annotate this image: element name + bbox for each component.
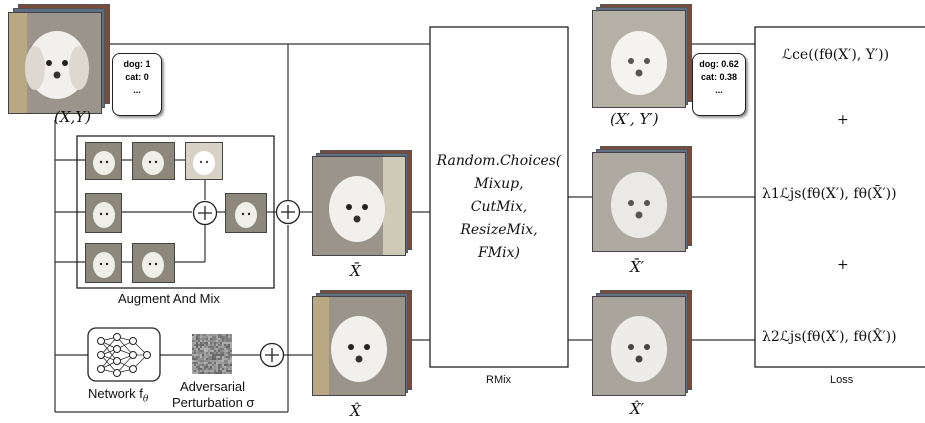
output-label-bubble: dog: 0.62 cat: 0.38 ... xyxy=(692,53,746,116)
augment-thumb xyxy=(132,142,175,180)
output-xy-label: (X′, Y′) xyxy=(610,110,659,128)
neural-network-icon xyxy=(97,333,151,377)
plus-node-main xyxy=(275,199,301,225)
bubble-line: cat: 0.38 xyxy=(700,72,738,82)
input-label-bubble: dog: 1 cat: 0 ... xyxy=(112,53,162,116)
bubble-line: dog: 1 xyxy=(123,59,151,69)
rmix-line: CutMix, xyxy=(470,199,528,215)
rmix-line: FMix) xyxy=(478,245,520,261)
x-hat-image-stack xyxy=(312,290,412,396)
bubble-line: cat: 0 xyxy=(125,72,149,82)
rmix-line: Random.Choices( xyxy=(436,153,562,169)
rmix-text: Random.Choices( Mixup, CutMix, ResizeMix… xyxy=(430,150,568,265)
x-bar-image-stack xyxy=(312,150,412,256)
x-hat-prime-label: X̂′ xyxy=(630,400,645,418)
loss-js1-term: λ1ℒjs(fθ(X′), fθ(X̄′)) xyxy=(762,186,897,202)
loss-plus: + xyxy=(837,257,849,273)
augment-thumb xyxy=(132,243,175,283)
perturbation-label-2: Perturbation σ xyxy=(172,395,255,410)
x-bar-label: X̄ xyxy=(350,262,361,280)
rmix-line: Mixup, xyxy=(474,176,524,192)
loss-plus: + xyxy=(837,112,849,128)
network-label: Network fθ xyxy=(88,386,148,405)
output-image-stack xyxy=(592,4,692,108)
augment-thumb xyxy=(225,193,267,233)
augment-thumb xyxy=(85,243,122,283)
x-bar-prime-image-stack xyxy=(592,146,692,252)
plus-node-adversarial xyxy=(259,342,285,368)
input-xy-label: (X,Y) xyxy=(54,108,92,126)
augment-thumb xyxy=(85,142,122,180)
augment-thumb xyxy=(85,193,122,233)
loss-caption: Loss xyxy=(830,374,854,386)
rmix-caption: RMix xyxy=(486,374,512,386)
bubble-line: ... xyxy=(715,85,723,95)
rmix-line: ResizeMix, xyxy=(460,222,538,238)
loss-ce-term: ℒce((fθ(X′), Y′)) xyxy=(782,47,890,63)
dog-photo xyxy=(9,13,101,113)
x-hat-label: X̂ xyxy=(350,402,361,420)
plus-node-augment xyxy=(192,200,218,226)
bubble-line: dog: 0.62 xyxy=(699,59,739,69)
x-hat-prime-image-stack xyxy=(592,290,692,396)
noise-image xyxy=(192,334,232,374)
input-image-stack xyxy=(8,4,110,114)
network-label-text: Network f xyxy=(88,386,143,401)
perturbation-label-1: Adversarial xyxy=(180,379,246,394)
network-label-sub: θ xyxy=(142,394,149,405)
augment-caption: Augment And Mix xyxy=(118,291,220,306)
loss-js2-term: λ2ℒjs(fθ(X′), fθ(X̂′)) xyxy=(762,329,897,345)
x-bar-prime-label: X̄′ xyxy=(630,258,645,276)
bubble-line: ... xyxy=(133,85,141,95)
augment-thumb xyxy=(185,142,223,180)
